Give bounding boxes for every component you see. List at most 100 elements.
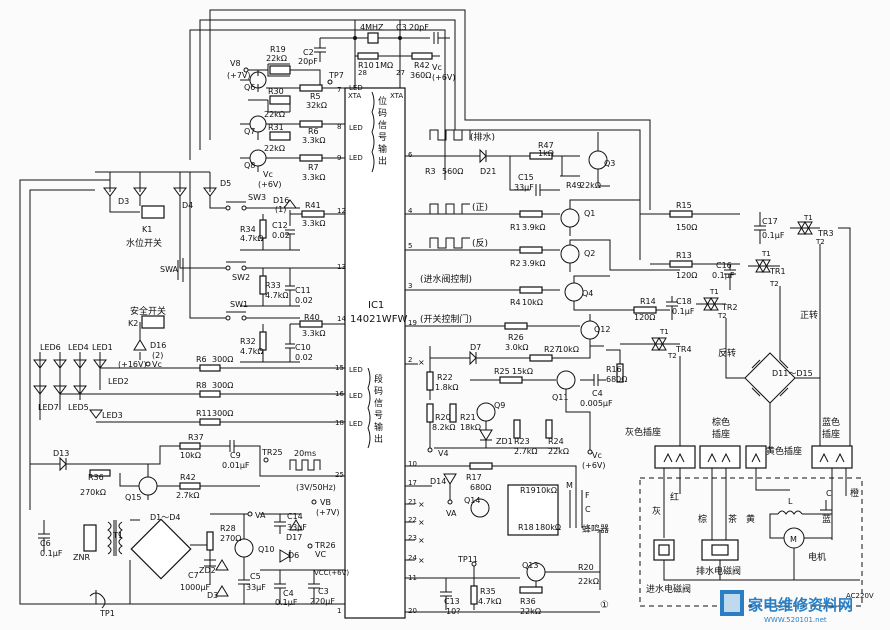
r13-ref: R13: [676, 251, 692, 260]
r20-ref: R20: [435, 413, 451, 422]
blue-socket-1: 蓝色: [822, 416, 840, 428]
r3-val: 560Ω: [442, 167, 463, 176]
bridge-ref: D11～D15: [772, 369, 813, 378]
r5-val: 32kΩ: [306, 101, 327, 110]
buzzer-c: C: [585, 505, 591, 514]
freq-note: (3V/50Hz): [296, 483, 336, 492]
c9-ref: C9: [230, 451, 241, 460]
r18-ref: R18: [518, 523, 534, 532]
c7-ref: C7: [188, 571, 199, 580]
r27-ref: R27: [544, 345, 560, 354]
r31-val: 22kΩ: [264, 144, 285, 153]
r2-val: 3.9kΩ: [522, 259, 545, 268]
r30-ref: R30: [268, 87, 284, 96]
c18-val: 0.1μF: [672, 307, 695, 316]
c3-power-ref: C3: [318, 587, 329, 596]
tr25-ref: TR25: [261, 448, 283, 457]
ic1-pin-10: 10: [408, 460, 417, 468]
switch-input-block: Vc (+6V) D3 D4 D5 SW3 D16 (1) R41 3.3kΩ …: [95, 170, 345, 369]
led5-ref: LED5: [68, 403, 89, 412]
tp11-ref: TP11: [457, 555, 478, 564]
r6-led-val: 300Ω: [212, 355, 233, 364]
r8-val: 300Ω: [212, 381, 233, 390]
r28-val: 270Ω: [220, 534, 241, 543]
svg-text:输: 输: [374, 421, 383, 433]
vc-out-ref: Vc: [592, 451, 602, 460]
r6-ref: R6: [308, 127, 319, 136]
watermark-title: 家电维修资料网: [748, 596, 853, 614]
r11-ref: R11: [196, 409, 212, 418]
r14-val: 120Ω: [634, 313, 655, 322]
r21-val: 18kΩ: [460, 423, 481, 432]
r49-val: 22kΩ: [580, 181, 601, 190]
d4-ref: D4: [182, 201, 193, 210]
inlet-label: (进水阀控制): [420, 273, 472, 285]
ic1-pin-17: 17: [408, 479, 417, 487]
motor-label: 电机: [808, 551, 826, 563]
r40-ref: R40: [304, 313, 320, 322]
tr1-ref: TR1: [769, 267, 786, 276]
r33-val: 4.7kΩ: [265, 291, 288, 300]
sw1-ref: SW1: [230, 300, 248, 309]
inductor-l: L: [788, 497, 793, 506]
ic1-pin-1: 1: [337, 607, 341, 615]
r8-ref: R8: [196, 381, 207, 390]
t1-ref: T1: [112, 531, 123, 540]
r42-resistor: [411, 52, 433, 60]
c7-val: 1000μF: [180, 583, 210, 592]
r24-val: 22kΩ: [548, 447, 569, 456]
r1-ref: R1: [510, 223, 521, 232]
r16-ref: R16: [606, 365, 622, 374]
grey-socket: 灰色插座: [625, 426, 661, 438]
r33-ref: R33: [265, 281, 281, 290]
plus16v-label: (+16V): [118, 360, 147, 369]
q4-ref: Q4: [582, 289, 593, 298]
ic1-pin-14: 14: [337, 315, 346, 323]
q1-ref: Q1: [584, 209, 595, 218]
r15-ref: R15: [676, 201, 692, 210]
digit-driver-q8: Q8 R7 3.3kΩ: [240, 149, 345, 182]
segment-bus-brace: [367, 367, 371, 449]
output-drivers: (排水) R3 560Ω D21 R47 1kΩ C15 33μF R49 22…: [405, 129, 680, 470]
ic1-led-label: LED: [349, 154, 363, 162]
r19-val: 22kΩ: [266, 54, 287, 63]
r49-ref: R49: [566, 181, 582, 190]
r7-ref: R7: [308, 163, 319, 172]
c15-val: 33μF: [514, 183, 534, 192]
d16-2-ref: D16: [150, 341, 166, 350]
led6-ref: LED6: [40, 343, 61, 352]
r2-ref: R2: [510, 259, 521, 268]
r41-ref: R41: [305, 201, 321, 210]
r23-val: 2.7kΩ: [514, 447, 537, 456]
r28-ref: R28: [220, 524, 236, 533]
d7-ref: D7: [470, 343, 481, 352]
ic1-pin-25: 25: [335, 471, 344, 479]
ic1-pin-6: 6: [408, 151, 413, 159]
c17-val: 0.1μF: [762, 231, 785, 240]
vb-val: (+7V): [316, 508, 340, 517]
c12-val: 0.02: [272, 231, 290, 240]
c12-ref: C12: [272, 221, 288, 230]
ic1-led-label: LED: [349, 366, 363, 374]
site-watermark: 家电维修资料网 WWW.520101.net: [720, 590, 853, 624]
svg-text:输: 输: [378, 143, 387, 155]
r4-ref: R4: [510, 298, 521, 307]
c13-ref: C13: [444, 597, 460, 606]
sync-circuit: D13 R37 10kΩ C9 0.01μF TR25 20ms (3V/50H…: [30, 433, 345, 502]
tr1-t2: T2: [769, 280, 779, 288]
q2-ref: Q2: [584, 249, 595, 258]
ic1-pin-5: 5: [408, 242, 412, 250]
r13-val: 120Ω: [676, 271, 697, 280]
ic1-pin-28: 28: [358, 69, 367, 77]
ic1-body: [344, 87, 406, 619]
crystal-oscillator: 4MHZ C3 20pF C2 20pF R10 1MΩ R42 360Ω Vc…: [298, 23, 456, 82]
r36-val: 270kΩ: [80, 488, 106, 497]
vb-ref: VB: [320, 498, 331, 507]
pulse-period: 20ms: [294, 449, 316, 458]
r6-val: 3.3kΩ: [302, 136, 325, 145]
bridge-ref: D1～D4: [150, 513, 181, 522]
top-frame-wires: [19, 9, 651, 470]
q3-ref: Q3: [604, 159, 615, 168]
led7-ref: LED7: [38, 403, 59, 412]
r3-ref: R3: [425, 167, 436, 176]
